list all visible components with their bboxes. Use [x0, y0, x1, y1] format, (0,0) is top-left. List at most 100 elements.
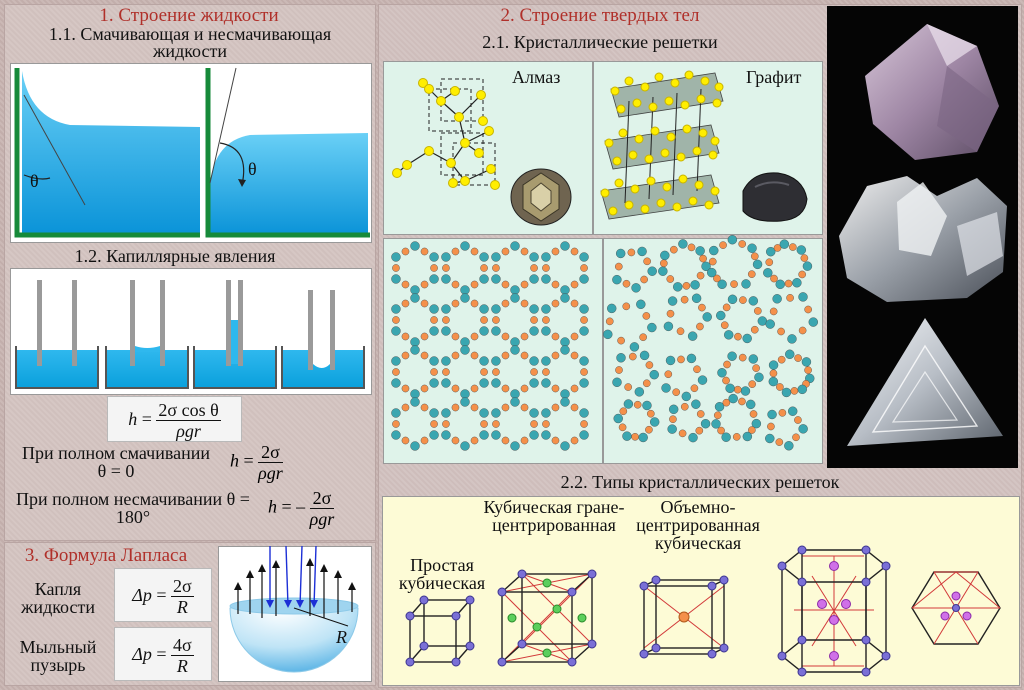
atom-teal [728, 393, 738, 404]
section-1-2-title: 1.2. Капиллярные явления [74, 246, 276, 266]
atom-teal [748, 296, 759, 306]
atom-teal [808, 317, 818, 327]
atom-orange [451, 403, 460, 412]
atom-teal [429, 274, 439, 284]
graphite-lattice-svg [600, 70, 808, 222]
atom-teal [441, 408, 451, 418]
atom-orange [480, 368, 488, 376]
atom-teal [579, 326, 589, 336]
atom-teal [768, 376, 779, 387]
atom-teal [631, 283, 641, 293]
atom-teal [491, 326, 501, 336]
atom-teal [510, 345, 520, 355]
beaker-3 [193, 280, 277, 389]
atom-orange [800, 254, 809, 262]
atom-teal [779, 239, 790, 249]
atom-teal [410, 337, 420, 347]
atom-orange [580, 368, 588, 376]
octahedral-crystal-photo [847, 318, 1003, 446]
atom-teal [775, 279, 785, 290]
atom-teal [784, 441, 794, 451]
atom-orange [677, 355, 685, 364]
hexagonal-plane [911, 571, 1001, 645]
atom-orange [670, 245, 678, 254]
atom-orange [551, 247, 560, 256]
atom-orange [542, 420, 550, 428]
atom-orange [442, 264, 450, 272]
atom-orange [492, 420, 500, 428]
atom-orange [732, 433, 741, 441]
atom-teal [529, 356, 539, 366]
section-1-1-title: 1.1. Смачивающая и несмачивающая жидкост… [48, 24, 332, 61]
angle-arrow [238, 179, 246, 187]
atom-teal [663, 321, 674, 332]
atom-teal [727, 235, 738, 245]
atom-orange [580, 316, 588, 324]
atom-orange [520, 299, 529, 308]
atom-orange [769, 307, 778, 316]
atom-teal [681, 391, 692, 402]
atom-teal [460, 345, 470, 355]
theta-label-1: θ [30, 171, 39, 191]
atom-orange [580, 420, 588, 428]
atom-orange [775, 438, 784, 446]
atom-teal [647, 322, 657, 333]
atom-orange [767, 422, 775, 431]
atom-orange [640, 275, 648, 284]
atom-orange [430, 420, 438, 428]
atom-orange [520, 280, 529, 289]
atom-teal [765, 433, 775, 444]
atom-teal [441, 356, 451, 366]
diamond-gem [510, 168, 572, 226]
atom-teal [560, 293, 570, 303]
atom-teal [541, 252, 551, 262]
atom-teal [441, 378, 451, 388]
atom-teal [391, 252, 401, 262]
atom-orange [401, 299, 410, 308]
atom-teal [649, 417, 660, 427]
atom-orange [696, 322, 704, 331]
atom-teal [460, 389, 470, 399]
atom-teal [797, 384, 807, 395]
atom-orange [551, 403, 560, 412]
atom-orange [430, 264, 438, 272]
atom-teal [678, 239, 688, 249]
atom-orange [570, 384, 579, 393]
atom-teal [798, 424, 808, 434]
atom-teal [510, 397, 520, 407]
atom-orange [542, 316, 550, 324]
atom-orange [786, 294, 794, 302]
atom-teal [788, 406, 798, 416]
graphite-sample [742, 172, 808, 222]
full-nonwetting-label: При полном несмачивании θ = 180° [16, 489, 250, 527]
amorphous-2d-svg [603, 235, 818, 451]
atom-teal [702, 312, 712, 322]
atom-orange [401, 384, 410, 393]
atom-orange [451, 247, 460, 256]
section-2-title: 2. Строение твердых тел [500, 5, 700, 26]
atom-teal [700, 419, 711, 429]
atom-orange [794, 416, 802, 424]
atom-orange [501, 299, 510, 308]
atom-orange [501, 280, 510, 289]
atom-orange [722, 376, 730, 385]
atom-teal [687, 331, 698, 341]
amethyst-photo [865, 24, 999, 160]
atom-teal [787, 334, 797, 344]
atom-orange [738, 353, 747, 362]
atom-teal [441, 274, 451, 284]
atom-teal [717, 368, 727, 378]
atom-teal [612, 274, 622, 285]
atom-orange [451, 332, 460, 341]
atom-orange [627, 248, 636, 257]
atom-orange [754, 307, 762, 315]
atom-teal [647, 266, 657, 276]
atom-orange [698, 303, 706, 312]
atom-orange [570, 332, 579, 341]
atom-teal [391, 408, 401, 418]
atom-orange [480, 316, 488, 324]
atom-teal [479, 408, 489, 418]
atom-teal [752, 259, 763, 270]
atom-orange [470, 280, 479, 289]
atom-orange [619, 407, 628, 416]
